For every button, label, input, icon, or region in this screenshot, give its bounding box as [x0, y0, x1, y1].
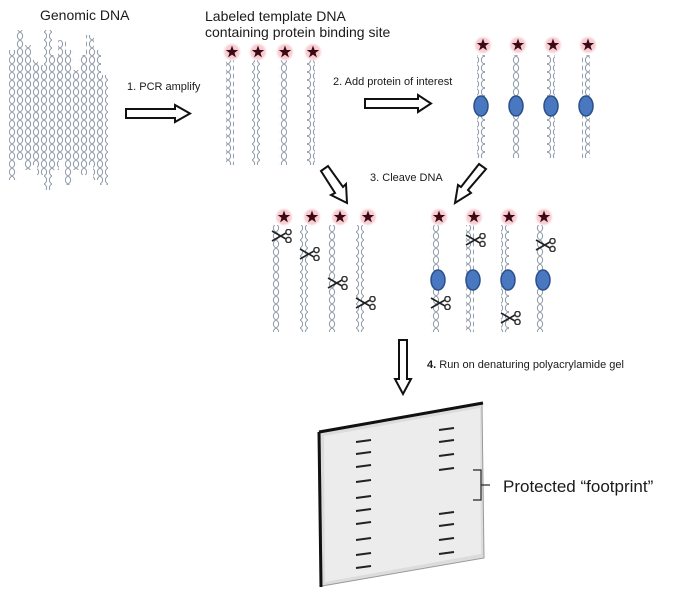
- protein-ellipse-icon: [465, 269, 481, 291]
- protein-ellipse-icon: [473, 95, 489, 117]
- dna-helix-icon: [356, 225, 364, 332]
- gel-band: [355, 537, 372, 541]
- star-icon: [429, 207, 449, 227]
- star-icon: [248, 42, 268, 62]
- protein-bound-strands: [473, 35, 598, 158]
- gel-bands: [355, 427, 455, 569]
- dna-helix-icon: [30, 60, 38, 165]
- footprint-bracket: [473, 469, 490, 501]
- step-3-number: 3.: [370, 172, 380, 184]
- dna-helix-icon: [72, 70, 80, 170]
- step-4-text: Run on denaturing polyacrylamide gel: [439, 359, 624, 371]
- step-4-number: 4.: [427, 359, 437, 371]
- dna-helix-icon: [307, 60, 315, 165]
- gel-band: [355, 521, 372, 525]
- template-dna-strands: [222, 42, 323, 165]
- gel-band: [438, 511, 455, 515]
- polyacrylamide-gel: [317, 401, 490, 588]
- arrow-step-3-right: [453, 162, 488, 206]
- dna-helix-icon: [226, 60, 234, 165]
- star-icon: [543, 35, 563, 55]
- dna-helix-icon: [300, 225, 308, 332]
- step-1-label: 1. PCR amplify: [127, 81, 200, 93]
- step-3-label: 3. Cleave DNA: [370, 172, 443, 184]
- protein-ellipse-icon: [508, 95, 524, 117]
- arrow-step-1: [125, 103, 193, 124]
- star-icon: [222, 42, 242, 62]
- dna-helix-icon: [79, 55, 87, 175]
- dna-helix-icon: [100, 75, 108, 185]
- dna-helix-icon: [23, 45, 31, 170]
- protein-ellipse-icon: [543, 95, 559, 117]
- dna-helix-icon: [44, 30, 52, 190]
- star-icon: [302, 207, 322, 227]
- step-4-label: 4. Run on denaturing polyacrylamide gel: [427, 359, 624, 371]
- step-3-text: Cleave DNA: [382, 172, 443, 184]
- gel-band: [355, 451, 372, 455]
- protein-ellipse-icon: [578, 95, 594, 117]
- step-2-label: 2. Add protein of interest: [333, 76, 452, 88]
- genomic-dna-label: Genomic DNA: [40, 7, 130, 23]
- labeled-template-label-line2: containing protein binding site: [205, 24, 391, 40]
- step-1-number: 1.: [127, 81, 137, 93]
- gel-band: [355, 439, 372, 443]
- gel-band: [438, 427, 455, 431]
- gel-band: [355, 508, 372, 512]
- arrow-step-3-left: [319, 164, 349, 205]
- star-icon: [578, 35, 598, 55]
- dna-helix-icon: [279, 60, 287, 165]
- step-2-text: Add protein of interest: [344, 76, 453, 88]
- star-icon: [473, 35, 493, 55]
- dna-helix-icon: [86, 35, 94, 165]
- star-icon: [358, 207, 378, 227]
- dna-helix-icon: [37, 65, 45, 175]
- labeled-template-label-line1: Labeled template DNA: [205, 8, 346, 24]
- gel-band: [438, 537, 455, 541]
- dna-helix-icon: [16, 30, 24, 160]
- gel-band: [438, 523, 455, 527]
- genomic-dna-strands: [9, 30, 108, 190]
- step-1-text: PCR amplify: [139, 81, 201, 93]
- dna-helix-icon: [93, 50, 101, 180]
- gel-band: [438, 439, 455, 443]
- gel-band: [355, 495, 372, 499]
- star-icon: [464, 207, 484, 227]
- protected-footprint-label: Protected “footprint”: [503, 477, 654, 496]
- star-icon: [303, 42, 323, 62]
- star-icon: [274, 207, 294, 227]
- gel-band: [355, 479, 372, 483]
- gel-band: [355, 464, 372, 468]
- dna-helix-icon: [58, 40, 66, 160]
- arrow-step-4: [393, 339, 413, 397]
- dna-helix-icon: [328, 225, 336, 332]
- gel-band: [355, 565, 372, 569]
- star-icon: [534, 207, 554, 227]
- protein-ellipse-icon: [500, 269, 516, 291]
- dna-helix-icon: [252, 60, 260, 165]
- gel-band: [438, 453, 455, 457]
- cleaved-protein-strands: [429, 207, 556, 332]
- star-icon: [499, 207, 519, 227]
- gel-band: [438, 467, 455, 471]
- dna-helix-icon: [65, 50, 73, 185]
- star-icon: [330, 207, 350, 227]
- protein-ellipse-icon: [535, 269, 551, 291]
- star-icon: [275, 42, 295, 62]
- step-2-number: 2.: [333, 76, 343, 88]
- protein-ellipse-icon: [430, 269, 446, 291]
- star-icon: [508, 35, 528, 55]
- arrow-step-2: [364, 93, 433, 114]
- dna-helix-icon: [9, 50, 17, 180]
- gel-band: [355, 552, 372, 556]
- gel-band: [438, 551, 455, 555]
- dna-helix-icon: [272, 225, 280, 332]
- dna-helix-icon: [51, 55, 59, 170]
- cleaved-naked-strands: [271, 207, 378, 332]
